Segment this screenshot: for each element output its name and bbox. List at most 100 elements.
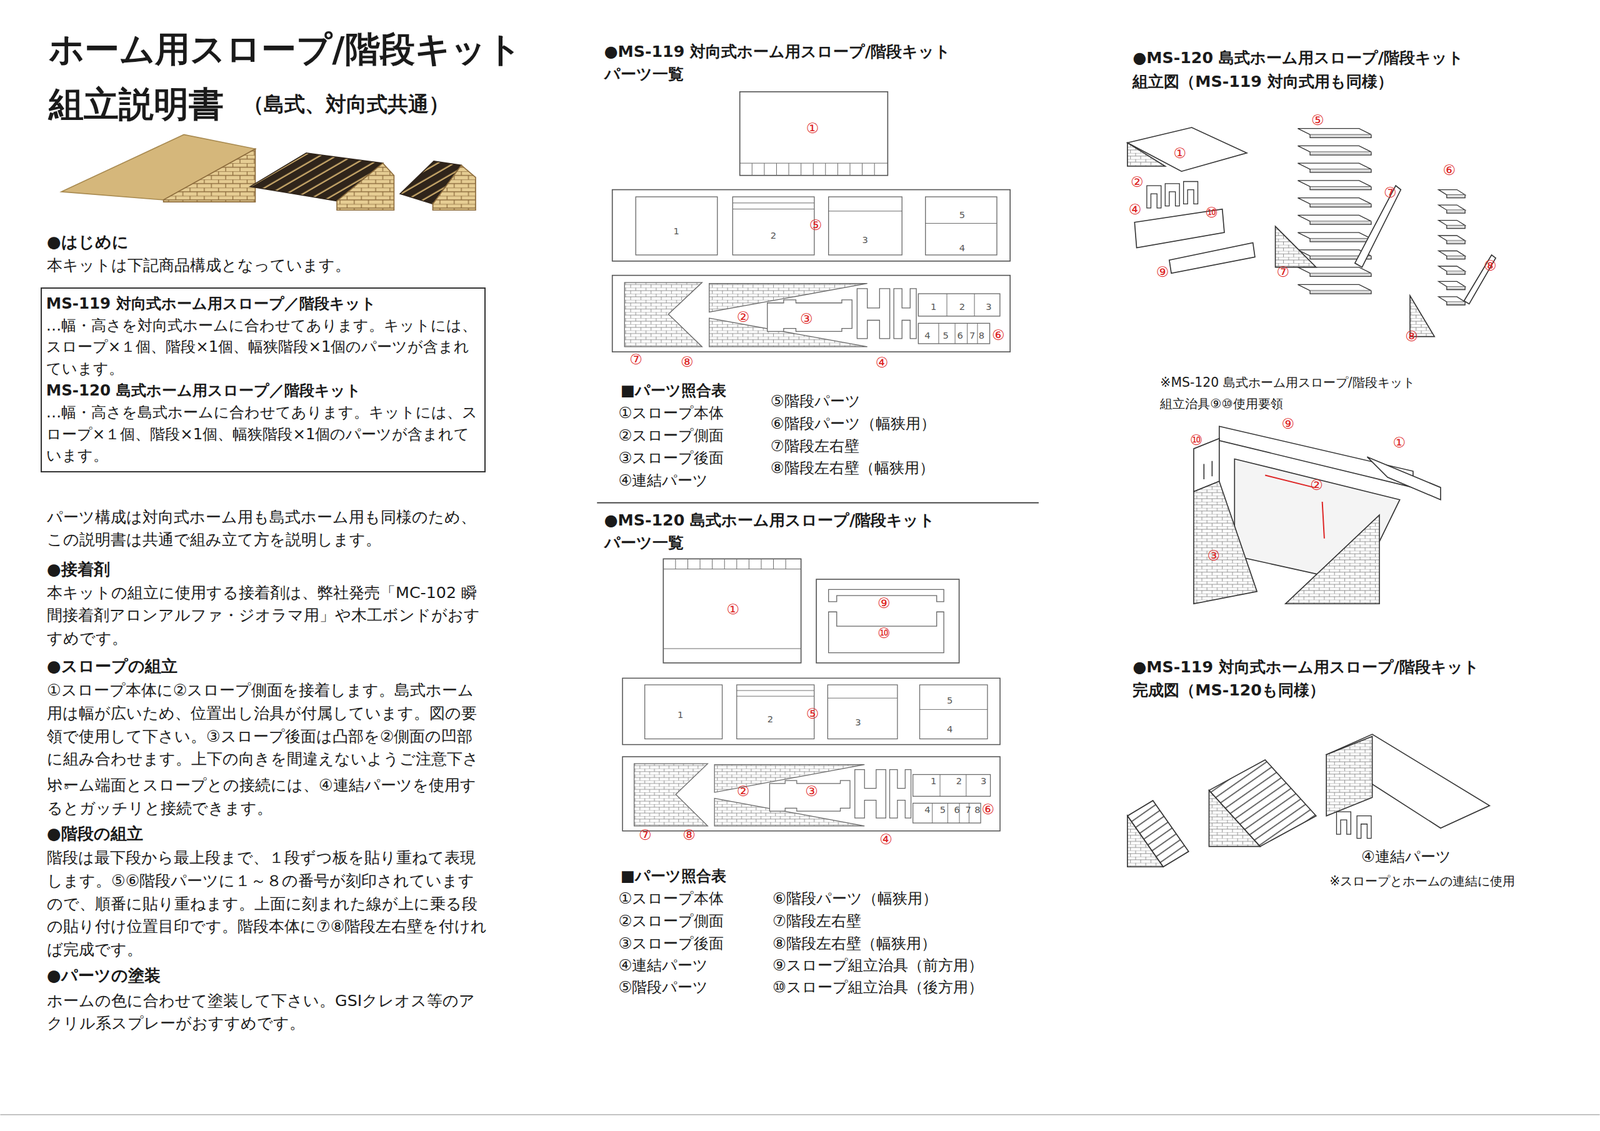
callout-number: ⑥ (991, 327, 1005, 344)
callout-number: ④ (879, 831, 892, 848)
body-text: ※MS-120 島式ホーム用スロープ/階段キット (1160, 373, 1415, 393)
jig-usage-drawing (1265, 475, 1325, 539)
body-text: ⑩スロープ組立治具（後方用） (772, 976, 984, 999)
part-number: 4 (924, 330, 930, 341)
exploded-assembly (1438, 266, 1465, 275)
body-text: ④連結パーツ (1361, 845, 1452, 869)
section-heading: ■パーツ照合表 (620, 865, 727, 888)
part-number: 1 (677, 710, 684, 720)
part-number: 1 (673, 226, 680, 237)
section-heading: パーツ一覧 (604, 531, 684, 555)
callout-number: ⑤ (809, 217, 822, 234)
part-number: 1 (930, 301, 937, 312)
exploded-assembly (1297, 198, 1372, 208)
kit-photo (432, 165, 476, 210)
product-box: MS-119 対向式ホーム用スロープ／階段キット…幅・高さを対向式ホームに合わせ… (40, 287, 486, 472)
part-number: 5 (940, 805, 946, 815)
body-text: ※スロープとホームの連結に使用 (1329, 872, 1515, 892)
exploded-assembly (1297, 163, 1372, 173)
body-text: ⑤階段パーツ (770, 390, 861, 413)
body-text: ①スロープ本体 (618, 887, 724, 910)
callout-number: ⑤ (1311, 112, 1324, 129)
section-heading: ●接着剤 (46, 558, 110, 582)
body-text: ⑧階段左右壁（幅狭用） (770, 456, 935, 480)
product-text: …幅・高さを対向式ホームに合わせてあります。キットには、スロープ×１個、階段×1… (46, 315, 481, 380)
body-text: ホームの色に合わせて塗装して下さい。GSIクレオス等のアクリル系スプレーがおすす… (46, 990, 488, 1036)
exploded-assembly (1438, 205, 1465, 214)
callout-number: ③ (800, 311, 813, 327)
section-heading: 組立説明書 (48, 79, 224, 130)
completed-drawing (1127, 734, 1490, 867)
callout-number: ② (1310, 477, 1323, 494)
callout-number: ⑦ (1276, 264, 1289, 280)
body-text: 階段は最下段から最上段まで、１段ずつ板を貼り重ねて表現します。⑤⑥階段パーツに１… (46, 846, 488, 962)
exploded-assembly (1127, 127, 1496, 337)
jig-usage-drawing (1193, 426, 1441, 604)
part-number: 8 (974, 805, 980, 815)
completed-drawing (1127, 800, 1189, 867)
body-text: 組立治具⑨⑩使用要領 (1160, 395, 1284, 414)
parts-sheet-ms119 (612, 190, 1011, 262)
kit-photo (163, 148, 256, 202)
callout-number: ② (736, 309, 750, 325)
part-number: 3 (862, 235, 869, 245)
section-heading: ●MS-120 島式ホーム用スロープ/階段キット (604, 509, 936, 533)
exploded-assembly (1275, 226, 1317, 267)
parts-sheet-ms119 (740, 91, 889, 176)
exploded-assembly (1297, 267, 1372, 277)
part-number: 2 (956, 776, 962, 787)
part-number: 8 (978, 330, 985, 341)
parts-sheet-ms120 (816, 579, 959, 664)
parts-sheet-ms120 (828, 611, 944, 653)
product-text: …幅・高さを島式ホームに合わせてあります。キットには、スロープ×１個、階段×1個… (46, 401, 481, 467)
callout-number: ⑩ (1190, 432, 1203, 449)
exploded-assembly (1438, 281, 1465, 290)
body-text: ⑦階段左右壁 (770, 435, 860, 458)
completed-drawing (1208, 790, 1260, 847)
callout-number: ⑩ (1205, 205, 1218, 221)
callout-number: ① (1173, 145, 1187, 162)
body-text: ⑨スロープ組立治具（前方用） (772, 954, 984, 977)
jig-usage-drawing (1203, 461, 1212, 480)
section-heading: 組立図（MS-119 対向式用も同様） (1132, 70, 1394, 94)
exploded-assembly (1438, 296, 1465, 305)
body-text: ④連結パーツ (618, 954, 709, 977)
jig-usage-drawing (1366, 456, 1441, 500)
part-number: 4 (924, 805, 930, 815)
body-text: パーツ構成は対向式ホーム用も島式ホーム用も同様のため、この説明書は共通で組み立て… (46, 506, 488, 552)
completed-drawing (1336, 811, 1351, 835)
section-heading: ●MS-120 島式ホーム用スロープ/階段キット (1132, 46, 1464, 70)
callout-number: ③ (805, 783, 818, 800)
callout-number: ⑨ (1156, 264, 1169, 280)
section-heading: ●スロープの組立 (46, 655, 178, 679)
exploded-assembly (1438, 190, 1465, 199)
part-number: 7 (965, 805, 971, 815)
callout-number: ⑨ (1281, 416, 1295, 432)
part-number: 3 (985, 301, 992, 312)
section-heading: ●MS-119 対向式ホーム用スロープ/階段キット (1132, 656, 1480, 680)
completed-drawing (1326, 736, 1372, 816)
body-text: 本キットは下記商品構成となっています。 (46, 254, 351, 278)
part-number: 5 (959, 210, 965, 220)
exploded-assembly (1127, 142, 1165, 167)
section-heading: ●はじめに (46, 230, 129, 255)
part-number: 4 (959, 243, 965, 254)
exploded-assembly (1297, 215, 1372, 225)
part-number: 6 (956, 330, 963, 341)
exploded-assembly (1183, 181, 1199, 205)
callout-number: ⑧ (682, 827, 695, 844)
page-title: ホーム用スロープ/階段キット (48, 24, 522, 75)
exploded-assembly (1438, 250, 1465, 259)
part-number: 5 (943, 330, 949, 341)
section-heading: ■パーツ照合表 (620, 379, 727, 402)
callout-number: ⑦ (629, 351, 642, 368)
callout-number: ⑧ (1483, 258, 1497, 274)
callout-number: ⑥ (1443, 162, 1456, 179)
callout-number: ⑦ (1383, 185, 1397, 201)
kit-photo (61, 134, 476, 210)
callout-number: ① (806, 120, 819, 137)
body-text: ②スロープ側面 (618, 424, 724, 447)
jig-usage-drawing (1285, 515, 1380, 604)
callout-number: ④ (875, 355, 889, 371)
callout-number: ① (726, 601, 739, 618)
